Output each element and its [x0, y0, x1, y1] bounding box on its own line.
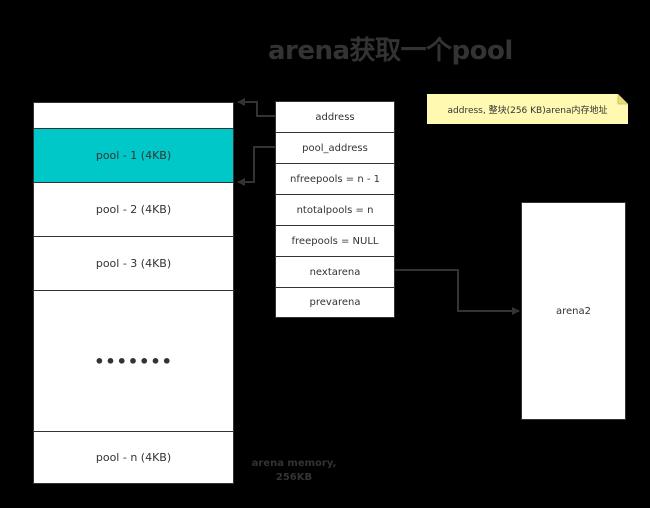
arena-memory-block: pool - 1 (4KB) pool - 2 (4KB) pool - 3 (… — [33, 102, 234, 484]
arena-memory-caption: arena memory, 256KB — [245, 457, 343, 485]
arena-object-struct: address pool_address nfreepools = n - 1 … — [275, 101, 395, 318]
ellipsis-block: ••••••• — [34, 291, 233, 432]
field-nfreepools: nfreepools = n - 1 — [276, 164, 394, 195]
pool-address-arrow — [237, 146, 275, 186]
field-ntotalpools: ntotalpools = n — [276, 195, 394, 226]
field-freepools: freepools = NULL — [276, 226, 394, 257]
pool-2-block: pool - 2 (4KB) — [34, 183, 233, 237]
field-nextarena: nextarena — [276, 257, 394, 288]
pool-3-block: pool - 3 (4KB) — [34, 237, 233, 291]
pool-1-block: pool - 1 (4KB) — [34, 129, 233, 183]
field-pool-address: pool_address — [276, 133, 394, 164]
caption-line-1: arena memory, — [251, 458, 337, 469]
pool-n-block: pool - n (4KB) — [95, 451, 172, 464]
memory-header-block — [34, 103, 233, 129]
address-note: address, 整块(256 KB)arena内存地址 — [447, 105, 608, 116]
note-shape — [427, 94, 628, 124]
address-arrow — [237, 98, 275, 117]
caption-line-2: 256KB — [275, 472, 313, 483]
arena2-box: arena2 — [521, 202, 626, 420]
field-address: address — [276, 102, 394, 133]
diagram-title: arena获取一个pool — [268, 36, 513, 66]
arena2-label: arena2 — [556, 305, 591, 317]
nextarena-arrow — [395, 269, 520, 315]
field-prevarena: prevarena — [309, 297, 361, 308]
